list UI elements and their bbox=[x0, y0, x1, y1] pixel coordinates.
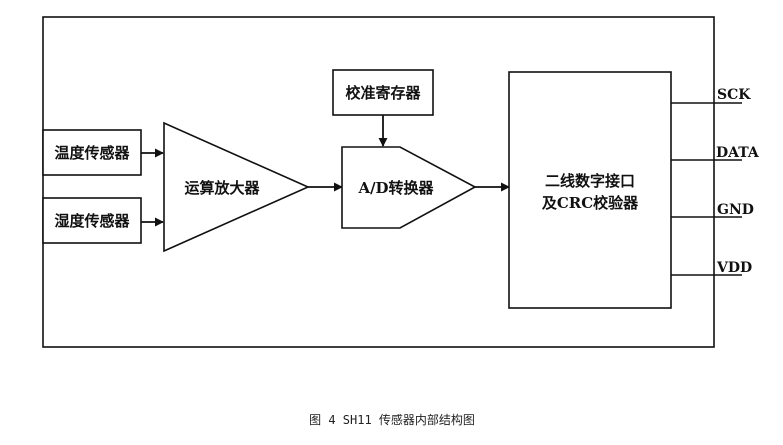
calibration-register-box bbox=[332, 69, 434, 116]
humidity-sensor-label: 湿度传感器 bbox=[54, 212, 130, 230]
interface-box bbox=[508, 71, 672, 309]
calibration-register-block: 校准寄存器 bbox=[332, 69, 434, 116]
interface-block: 二线数字接口 及CRC校验器 bbox=[508, 71, 672, 309]
adc-label: A/D转换器 bbox=[357, 179, 434, 197]
pin-data-label: DATA bbox=[716, 145, 760, 161]
amplifier-block: 运算放大器 bbox=[163, 121, 310, 253]
temperature-sensor-block: 温度传感器 bbox=[42, 129, 142, 176]
figure-caption: 图 4 SH11 传感器内部结构图 bbox=[309, 412, 475, 427]
amplifier-triangle bbox=[163, 121, 310, 253]
pin-gnd: GND bbox=[671, 202, 754, 218]
pin-vdd-label: VDD bbox=[716, 260, 752, 276]
pin-data: DATA bbox=[671, 145, 760, 161]
temperature-sensor-box bbox=[42, 129, 142, 176]
pin-sck-label: SCK bbox=[717, 87, 751, 103]
temperature-sensor-label: 温度传感器 bbox=[54, 144, 130, 162]
interface-label-line1: 二线数字接口 bbox=[545, 172, 635, 190]
calibration-register-label: 校准寄存器 bbox=[345, 84, 421, 102]
adc-shape bbox=[341, 146, 477, 229]
pin-vdd: VDD bbox=[671, 260, 752, 276]
interface-label-line2: 及CRC校验器 bbox=[542, 194, 639, 212]
humidity-sensor-box bbox=[42, 197, 142, 244]
pin-gnd-label: GND bbox=[717, 202, 754, 218]
humidity-sensor-block: 湿度传感器 bbox=[42, 197, 142, 244]
amplifier-label: 运算放大器 bbox=[184, 179, 260, 197]
adc-block: A/D转换器 bbox=[341, 146, 477, 229]
pin-sck: SCK bbox=[671, 87, 751, 104]
